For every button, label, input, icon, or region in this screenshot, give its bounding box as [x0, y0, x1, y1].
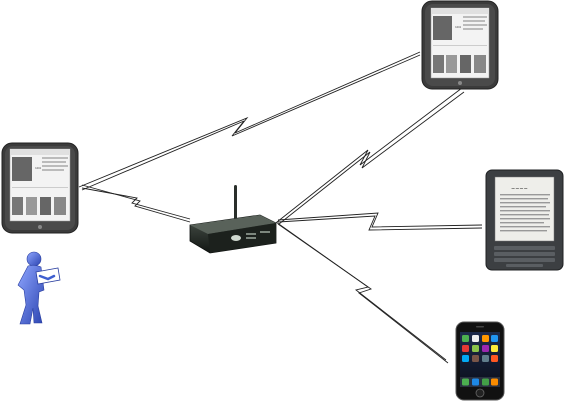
link-router-kindle-2	[277, 215, 483, 231]
svg-text:~~~~: ~~~~	[511, 186, 528, 192]
app-icons	[460, 335, 500, 387]
nook-ereader-icon: 104	[1, 142, 79, 234]
link-nook-left-nook-top-2	[81, 54, 421, 191]
kindle-ereader-icon: ~~~~	[485, 169, 564, 271]
nook-ereader-icon: 104	[421, 0, 499, 90]
iphone-icon	[455, 321, 505, 401]
link-nook-left-nook-top	[78, 51, 421, 188]
link-router-iphone-2	[277, 223, 449, 364]
link-router-nook-left-2	[81, 187, 191, 220]
router-led	[231, 235, 241, 241]
link-router-kindle	[277, 212, 483, 228]
nook-n-button	[458, 81, 462, 85]
link-router-nook-top	[276, 87, 463, 223]
svg-text:104: 104	[455, 25, 461, 29]
router-icon	[189, 185, 277, 254]
home-button	[475, 388, 485, 398]
svg-text:104: 104	[35, 166, 41, 170]
link-router-iphone	[275, 221, 447, 361]
wireless-links	[78, 51, 483, 364]
router-antenna	[234, 185, 237, 227]
link-router-nook-top-2	[278, 91, 465, 225]
kindle-keyboard	[494, 246, 555, 267]
nook-n-button	[38, 225, 42, 229]
person-reading-icon	[17, 251, 61, 325]
